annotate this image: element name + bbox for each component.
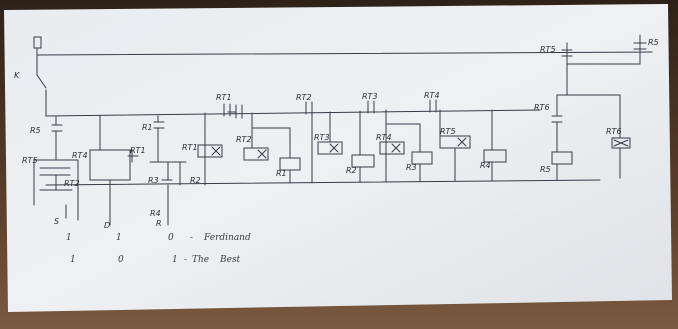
row2-s-value: 1 <box>70 255 76 265</box>
row2-d-value: 0 <box>118 255 124 265</box>
label-r3-coil: R3 <box>406 163 417 172</box>
r5-relay-coil <box>551 151 573 165</box>
r3-relay-coil <box>411 151 433 165</box>
row1-dash: - <box>190 233 193 243</box>
component-labels: K R5 RT5 RT2 RT4 RT1 R1 R3 R2 R4 R RT1 R… <box>14 38 659 230</box>
rt2-coil-box <box>243 147 269 161</box>
label-rt5-left: RT5 <box>22 156 38 165</box>
label-rt1-box: RT1 <box>182 143 198 152</box>
label-rt6-right: RT6 <box>534 103 550 112</box>
label-r4-coil: R4 <box>480 161 491 170</box>
label-rt2-small: RT2 <box>64 179 80 188</box>
truth-row-2: 1 0 1 - The Best <box>70 255 241 265</box>
row1-word: Ferdinand <box>203 233 251 243</box>
label-r2-coil: R2 <box>346 166 357 175</box>
label-k: K <box>14 71 20 80</box>
label-r-small: R <box>156 219 162 228</box>
label-d: D <box>104 221 110 230</box>
label-r3: R3 <box>148 176 159 185</box>
label-r5-left: R5 <box>30 126 41 135</box>
rt1-coil-box <box>197 144 223 158</box>
label-rt4-box: RT4 <box>376 133 392 142</box>
label-rt4-top: RT4 <box>424 91 440 100</box>
row2-word-1: The <box>192 255 209 265</box>
rt4-coil-box <box>379 141 405 155</box>
r4-relay-coil <box>483 149 507 163</box>
main-bus <box>45 109 541 117</box>
label-rt6-box: RT6 <box>606 127 622 136</box>
label-rt3-box: RT3 <box>314 133 330 142</box>
label-r1-coil: R1 <box>276 169 287 178</box>
label-rt2-top: RT2 <box>296 93 312 102</box>
label-rt4: RT4 <box>72 151 88 160</box>
label-rt5-box: RT5 <box>440 127 456 136</box>
label-s: S <box>54 217 59 226</box>
label-r4-small: R4 <box>150 209 161 218</box>
row2-r-value: 1 <box>172 255 178 265</box>
label-rt1-top: RT1 <box>216 93 232 102</box>
truth-row-1: 1 1 0 - Ferdinand <box>66 233 251 243</box>
label-r5-coil: R5 <box>540 165 551 174</box>
row2-dash: - <box>184 255 187 265</box>
r2-relay-coil <box>351 154 375 168</box>
label-rt2-box: RT2 <box>236 135 252 144</box>
top-power-rail <box>36 51 653 56</box>
label-r5-top: R5 <box>648 38 659 47</box>
row1-s-value: 1 <box>66 233 72 243</box>
label-r1: R1 <box>142 123 153 132</box>
label-r2: R2 <box>190 176 201 185</box>
label-rt1-small: RT1 <box>130 146 146 155</box>
label-rt5-top: RT5 <box>540 45 556 54</box>
row1-r-value: 0 <box>168 233 174 243</box>
rt6-timer-box <box>611 137 631 149</box>
paper-sheet <box>4 4 672 312</box>
bottom-return <box>45 179 601 186</box>
wiring <box>33 34 653 226</box>
truth-table: 1 1 0 - Ferdinand 1 0 1 - The Best <box>66 233 251 265</box>
label-rt3-top: RT3 <box>362 92 378 101</box>
row1-d-value: 1 <box>116 233 122 243</box>
row2-word-2: Best <box>219 255 241 265</box>
switch-k <box>36 74 47 89</box>
